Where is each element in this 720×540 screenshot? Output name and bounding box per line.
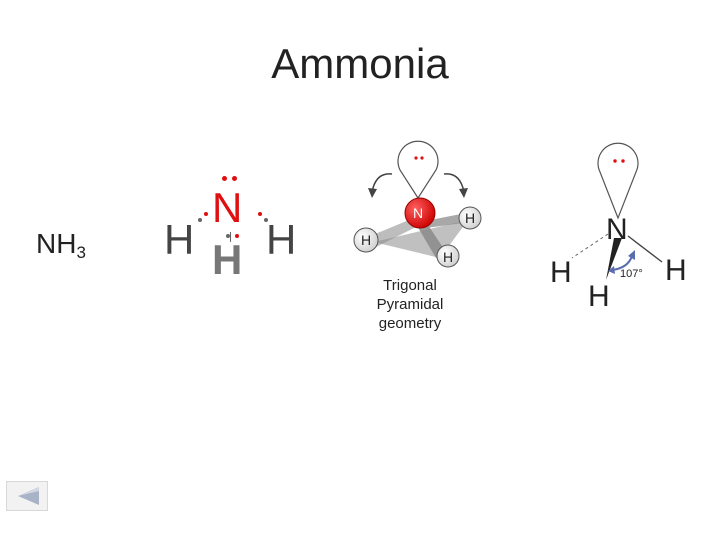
wedge-hydrogen-bottom: H — [588, 280, 610, 313]
wedge-hydrogen-left: H — [550, 256, 572, 289]
geometry-caption: Trigonal Pyramidal geometry — [340, 276, 480, 333]
arrow-head — [608, 266, 615, 274]
hydrogen-ball-right — [458, 206, 482, 230]
bond-angle-arc — [611, 255, 633, 271]
lone-pair-lobe — [597, 142, 639, 220]
lewis-nitrogen: N — [212, 184, 243, 231]
arrow-head — [459, 188, 468, 198]
wedge-hydrogen-right: H — [665, 254, 687, 287]
lewis-structure: N H H H — [160, 160, 300, 283]
ball-label-hydrogen-right: H — [465, 210, 476, 226]
lone-pair-dot — [420, 156, 424, 160]
lone-pair-dot — [414, 156, 418, 160]
slide-title: Ammonia — [271, 40, 449, 87]
bond-line — [230, 232, 231, 242]
nitrogen-ball — [404, 197, 436, 229]
arrow-head — [368, 188, 377, 198]
back-arrow-icon — [18, 487, 39, 505]
ball-label-hydrogen-left: H — [361, 232, 372, 248]
dashed-bond — [571, 233, 609, 259]
bond-dot — [258, 212, 262, 216]
bond-dot — [198, 218, 202, 222]
lone-pair-lobe — [397, 140, 439, 200]
lone-pair-dot — [621, 159, 625, 163]
plain-bond — [627, 235, 663, 263]
formula-main: NH — [36, 228, 77, 259]
bond-dot — [226, 234, 230, 238]
bond-stick — [420, 213, 470, 228]
bond-dot — [204, 212, 208, 216]
caption-line: geometry — [378, 315, 442, 332]
chemical-formula: NH3 — [36, 228, 86, 263]
bond-angle-label: 107° — [620, 268, 643, 280]
hydrogen-ball-left — [353, 227, 379, 253]
caption-line: Trigonal — [383, 277, 437, 294]
ball-label-nitrogen: N — [413, 205, 424, 221]
lone-pair-dot — [613, 159, 617, 163]
bond-dot — [235, 234, 239, 238]
back-button[interactable] — [6, 481, 48, 511]
arrow-head — [628, 250, 635, 260]
lewis-hydrogen-bottom: H — [212, 236, 243, 283]
formula-subscript: 3 — [76, 243, 86, 262]
ball-stick-model — [353, 140, 482, 268]
lewis-hydrogen-left: H — [164, 216, 195, 263]
lewis-hydrogen-right: H — [266, 216, 297, 263]
hydrogen-ball-bottom — [436, 244, 460, 268]
wedge-dash-model — [571, 142, 663, 280]
caption-line: Pyramidal — [376, 296, 444, 313]
wedge-nitrogen: N — [606, 213, 628, 246]
lone-pair-dot — [222, 176, 227, 181]
bond-dot — [264, 218, 268, 222]
lone-pair-dot — [232, 176, 237, 181]
ball-label-hydrogen-bottom: H — [443, 249, 454, 265]
